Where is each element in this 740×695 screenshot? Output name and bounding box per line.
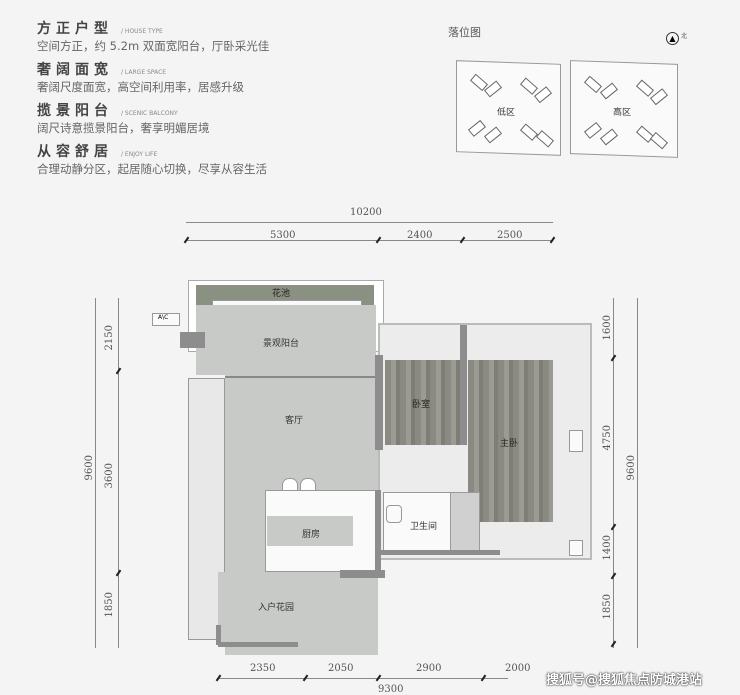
feature-desc: 空间方正，约 5.2m 双面宽阳台，厅卧采光佳 bbox=[37, 39, 270, 53]
feature-list: 方正户型 / HOUSE TYPE 空间方正，约 5.2m 双面宽阳台，厅卧采光佳… bbox=[37, 18, 269, 182]
site-zone-low: 低区 bbox=[456, 60, 561, 156]
dim-right: 1400 bbox=[602, 535, 613, 561]
dim-left-total: 9600 bbox=[84, 455, 95, 481]
master-bedroom bbox=[468, 360, 553, 522]
shower bbox=[450, 492, 480, 552]
dim-top-total: 10200 bbox=[350, 207, 382, 218]
living-room-label: 客厅 bbox=[285, 416, 304, 426]
dim-left: 1850 bbox=[104, 592, 115, 618]
bathroom-label: 卫生间 bbox=[410, 522, 438, 532]
feature-item: 揽景阳台 / SCENIC BALCONY 阔尺诗意揽景阳台，奢享明媚居境 bbox=[37, 100, 269, 141]
kitchen bbox=[267, 516, 353, 546]
feature-desc: 阔尺诗意揽景阳台，奢享明媚居境 bbox=[37, 121, 210, 135]
feature-title: 奢阔面宽 bbox=[37, 62, 113, 78]
balcony-label: 景观阳台 bbox=[263, 339, 300, 349]
feature-en: / LARGE SPACE bbox=[121, 69, 167, 76]
zone-label: 低区 bbox=[497, 107, 516, 119]
site-plan-title: 落位图 bbox=[448, 26, 481, 39]
dim-bottom-total: 9300 bbox=[378, 684, 404, 695]
flower-bed-label: 花池 bbox=[272, 289, 291, 299]
window bbox=[569, 430, 583, 452]
ac-label: A\C bbox=[158, 314, 169, 321]
north-label: 北 bbox=[681, 33, 688, 40]
dim-bottom: 2000 bbox=[505, 663, 531, 674]
dim-right: 4750 bbox=[602, 425, 613, 451]
balcony bbox=[196, 305, 376, 375]
bedroom bbox=[385, 360, 460, 445]
entry-garden bbox=[218, 572, 293, 642]
master-bedroom-label: 主卧 bbox=[500, 439, 519, 449]
feature-en: / HOUSE TYPE bbox=[121, 28, 163, 35]
zone-label: 高区 bbox=[613, 107, 632, 119]
toilet-icon bbox=[386, 505, 402, 523]
feature-item: 方正户型 / HOUSE TYPE 空间方正，约 5.2m 双面宽阳台，厅卧采光佳 bbox=[37, 18, 269, 59]
feature-item: 奢阔面宽 / LARGE SPACE 奢阔尺度面宽，高空间利用率，居感升级 bbox=[37, 59, 269, 100]
dim-right-total: 9600 bbox=[626, 455, 637, 481]
dim-right: 1850 bbox=[602, 594, 613, 620]
feature-en: / SCENIC BALCONY bbox=[121, 110, 178, 117]
feature-desc: 合理动静分区，起居随心切换，尽享从容生活 bbox=[37, 162, 267, 176]
watermark: 搜狐号@搜狐焦点防城港站 bbox=[546, 673, 703, 688]
bedroom-label: 卧室 bbox=[412, 400, 431, 410]
dim-bottom: 2350 bbox=[250, 663, 276, 674]
feature-title: 从容舒居 bbox=[37, 144, 113, 160]
dim-top: 2400 bbox=[407, 230, 433, 241]
dim-left: 2150 bbox=[104, 325, 115, 351]
north-arrow-icon: ▲ bbox=[666, 32, 679, 45]
entry-garden-label: 入户花园 bbox=[258, 603, 295, 613]
feature-item: 从容舒居 / ENJOY LIFE 合理动静分区，起居随心切换，尽享从容生活 bbox=[37, 141, 269, 182]
dim-left: 3600 bbox=[104, 463, 115, 489]
feature-desc: 奢阔尺度面宽，高空间利用率，居感升级 bbox=[37, 80, 244, 94]
dim-top: 2500 bbox=[497, 230, 523, 241]
ac-unit bbox=[152, 313, 180, 326]
feature-title: 揽景阳台 bbox=[37, 103, 113, 119]
kitchen-label: 厨房 bbox=[302, 530, 321, 540]
dim-right: 1600 bbox=[602, 315, 613, 341]
site-zone-high: 高区 bbox=[570, 60, 678, 158]
dim-bottom: 2900 bbox=[416, 663, 442, 674]
dim-bottom: 2050 bbox=[328, 663, 354, 674]
dim-top: 5300 bbox=[270, 230, 296, 241]
window bbox=[569, 540, 583, 556]
feature-en: / ENJOY LIFE bbox=[121, 151, 158, 158]
feature-title: 方正户型 bbox=[37, 21, 113, 37]
